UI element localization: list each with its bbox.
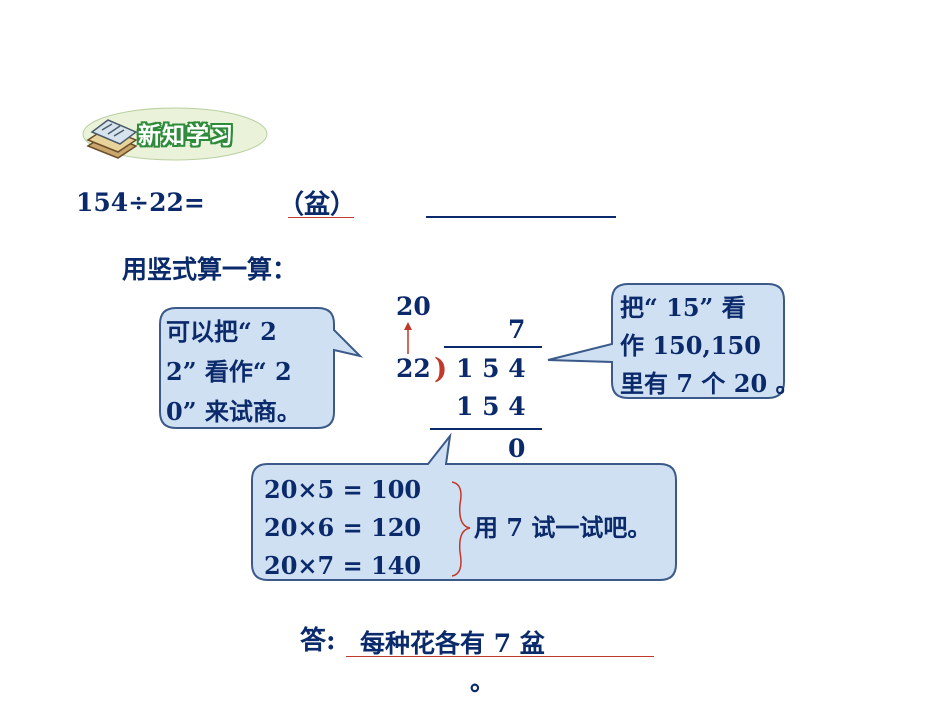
bubble-bottom-note: 用 7 试一试吧。 <box>474 513 652 542</box>
section-title: 新知学习 <box>138 123 234 149</box>
problem-expression: 154÷22= <box>76 188 205 217</box>
books-icon <box>82 107 268 161</box>
answer-label: 答: <box>300 626 336 656</box>
bubble-right-line-3: 里有 7 个 20 。 <box>620 369 800 398</box>
answer-blank-line <box>426 216 616 218</box>
bubble-bottom-line-2: 20×6 = 120 <box>264 513 422 542</box>
bubble-left-line-3: 0” 来试商。 <box>166 397 301 426</box>
bubble-left-line-2: 2” 看作“ 2 <box>166 357 292 386</box>
unit-underline <box>288 217 354 218</box>
answer-text: 每种花各有 7 盆 <box>360 629 545 658</box>
estimate-number: 20 <box>396 292 431 321</box>
product-number: 1 5 4 <box>456 392 526 421</box>
remainder-number: 0 <box>508 434 526 463</box>
hint-bubble-right <box>547 283 785 399</box>
quotient-digit: 7 <box>508 315 526 344</box>
bubble-bottom-line-3: 20×7 = 140 <box>264 551 422 580</box>
dividend-number: 1 5 4 <box>456 354 526 383</box>
answer-underline <box>346 656 654 657</box>
divisor-number: 22 <box>396 354 431 383</box>
bubble-right-line-2: 作 150,150 <box>620 331 761 360</box>
answer-blank-1 <box>194 214 272 216</box>
bubble-right-line-1: 把“ 15” 看 <box>620 293 746 322</box>
subtraction-line <box>430 428 542 430</box>
unit-label: （盆） <box>278 190 357 220</box>
bubble-bottom-line-1: 20×5 = 100 <box>264 475 422 504</box>
division-bracket: ) <box>434 352 448 385</box>
division-bar <box>444 346 542 348</box>
answer-end-mark: 。 <box>470 667 496 696</box>
bubble-left-line-1: 可以把“ 2 <box>166 317 277 346</box>
hint-bubble-left <box>159 307 364 429</box>
instruction-text: 用竖式算一算： <box>122 255 298 284</box>
arrow-up-icon <box>404 322 412 354</box>
hint-bubble-bottom <box>251 432 677 581</box>
